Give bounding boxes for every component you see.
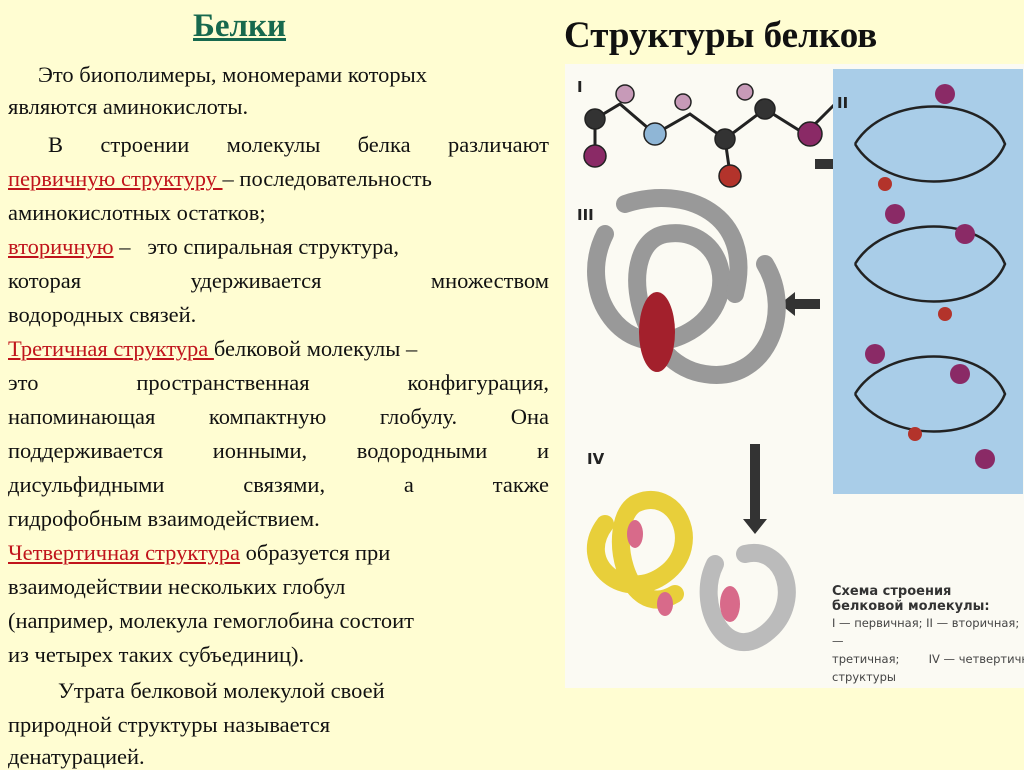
label-secondary: II	[837, 94, 849, 112]
figure-title: Структуры белков	[564, 15, 878, 56]
term-quaternary: Четвертичная структура	[8, 540, 241, 565]
label-primary: I	[577, 78, 583, 96]
caption-line: третичная; IV — четвертичная	[832, 652, 1024, 666]
text-line: являются аминокислоты.	[8, 94, 249, 119]
text-line: взаимодействии нескольких глобул	[8, 574, 346, 599]
text-fragment: – последовательность	[222, 166, 432, 191]
label-tertiary: III	[577, 206, 594, 224]
text-line: из четырех таких субъединиц).	[8, 642, 305, 667]
text-line: водородных связей.	[8, 302, 197, 327]
text-line: гидрофобным взаимодействием.	[8, 506, 320, 531]
tertiary-structure	[587, 189, 786, 384]
text-fragment: белковой молекулы –	[213, 336, 418, 361]
text-line: напоминающая компактную глобулу. Она	[8, 404, 549, 429]
term-secondary: вторичную	[8, 234, 114, 259]
protein-diagram	[583, 69, 1023, 651]
text-line: первичную структуру – последовательность	[8, 166, 549, 192]
text-line: природной структуры называется	[8, 712, 331, 737]
quaternary-structure	[586, 491, 796, 651]
caption-title: Схема строения белковой молекулы:	[832, 584, 990, 614]
text-line: поддерживается ионными, водородными и	[8, 438, 549, 463]
text-line: аминокислотных остатков;	[8, 200, 266, 225]
atoms	[583, 83, 823, 188]
text-line: (например, молекула гемоглобина состоит	[8, 608, 414, 633]
text-line: дисульфидными связями, а также	[8, 472, 549, 497]
text-line: Это биополимеры, мономерами которых	[38, 62, 427, 87]
text-line: Утрата белковой молекулой своей	[58, 678, 385, 703]
text-line: вторичную – это спиральная структура,	[8, 234, 549, 260]
text-line: Четвертичная структура образуется при	[8, 540, 549, 566]
label-quaternary: IV	[587, 450, 605, 468]
text-line: денатурацией.	[8, 744, 145, 769]
text-line: Третичная структура белковой молекулы –	[8, 336, 549, 362]
slide-title: Белки	[193, 8, 287, 44]
text-fragment: – это спиральная структура,	[113, 234, 399, 259]
text-line: которая удерживается множеством	[8, 268, 549, 293]
text-line: это пространственная конфигурация,	[8, 370, 549, 395]
protein-structure-figure: I II III IV	[565, 64, 1024, 688]
text-fragment: образуется при	[240, 540, 391, 565]
text-line: В строении молекулы белка различают	[48, 132, 549, 157]
caption-line: структуры	[832, 670, 896, 684]
caption-line: I — первичная; II — вторичная; III —	[832, 616, 1024, 648]
term-primary: первичную структуру	[8, 166, 223, 191]
term-tertiary: Третичная структура	[8, 336, 214, 361]
figure-caption: Схема строения белковой молекулы: I — пе…	[832, 584, 1024, 686]
